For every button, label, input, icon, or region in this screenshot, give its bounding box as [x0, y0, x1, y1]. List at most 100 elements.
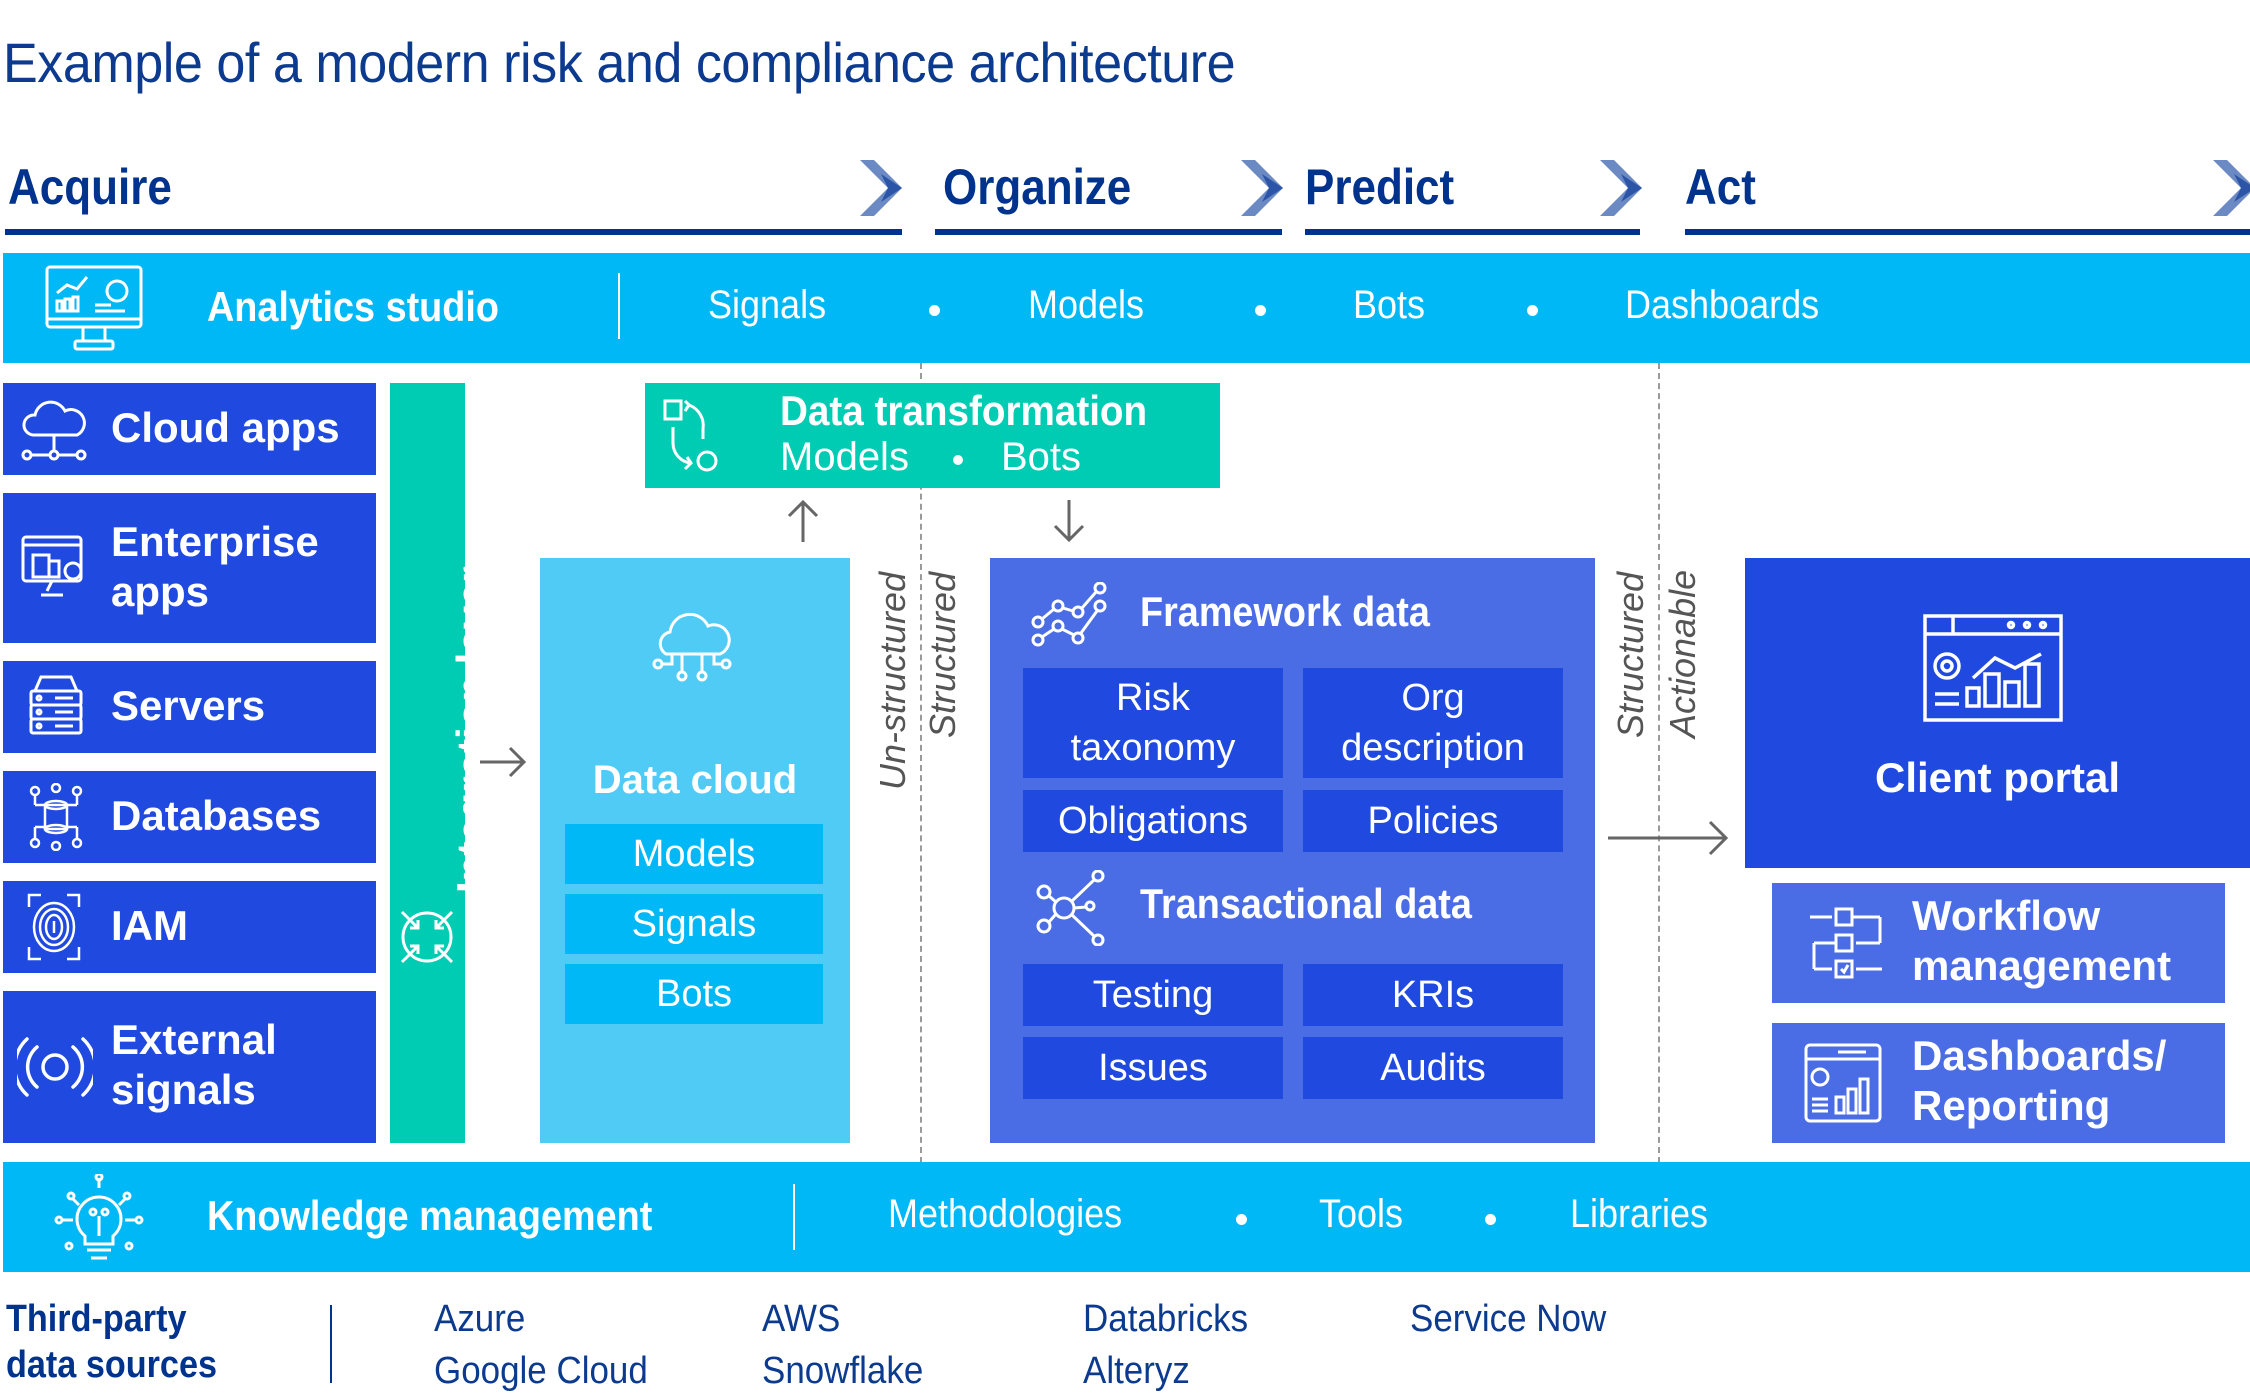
- client-portal-box: Client portal: [1745, 558, 2250, 868]
- transactional-data-title: Transactional data: [1140, 880, 1472, 927]
- source-label: External: [111, 1016, 277, 1063]
- integration-layer-label: Integration layer: [448, 566, 495, 893]
- page-title: Example of a modern risk and compliance …: [3, 31, 1236, 94]
- chevron-right-icon: [1600, 160, 1642, 216]
- divider-dashed-line: [1658, 363, 1660, 1163]
- dashboards-reporting-box: Dashboards/ Reporting: [1772, 1023, 2225, 1143]
- transactional-cell: Issues: [1023, 1037, 1283, 1099]
- framework-cell: Risk taxonomy: [1023, 668, 1283, 778]
- monitor-analytics-icon: [45, 265, 143, 355]
- framework-cell: Org description: [1303, 668, 1563, 778]
- source-cloud-apps: Cloud apps: [3, 383, 376, 475]
- third-party-item: Databricks: [1083, 1298, 1249, 1340]
- phase-underline: [5, 229, 902, 235]
- chevron-right-icon: [2213, 160, 2250, 216]
- label-unstructured: Un-structured: [872, 571, 913, 790]
- data-cloud-box: Data cloud Models Signals Bots: [540, 558, 850, 1143]
- knowledge-management-title: Knowledge management: [207, 1192, 653, 1239]
- source-iam: IAM: [3, 881, 376, 973]
- label-actionable: Actionable: [1662, 569, 1703, 738]
- cell-line: Risk: [1116, 677, 1190, 719]
- source-external-signals: External signals: [3, 991, 376, 1143]
- phase-underline: [935, 229, 1282, 235]
- divider-dashed-line: [920, 363, 922, 1163]
- third-party-item: AWS: [762, 1298, 841, 1340]
- analytics-item: Bots: [1353, 283, 1426, 327]
- knowledge-item: Methodologies: [888, 1192, 1123, 1236]
- line-chart-icon: [1030, 582, 1108, 648]
- database-network-icon: [27, 783, 85, 851]
- transactional-cell: Audits: [1303, 1037, 1563, 1099]
- cloud-network-icon: [644, 610, 744, 686]
- label-structured: Structured: [1610, 571, 1651, 738]
- client-portal-title: Client portal: [1874, 754, 2120, 801]
- knowledge-management-bar: Knowledge management Methodologies Tools…: [3, 1162, 2250, 1272]
- transform-cycle-icon: [663, 399, 723, 473]
- bullet: [1236, 1214, 1247, 1225]
- analytics-item: Signals: [708, 283, 827, 327]
- workflow-label: management: [1912, 942, 2172, 989]
- converge-arrows-icon: [398, 908, 456, 966]
- broadcast-signal-icon: [17, 1035, 93, 1099]
- lightbulb-network-icon: [51, 1174, 147, 1264]
- cell-line: description: [1341, 727, 1525, 769]
- data-cloud-title: Data cloud: [592, 758, 798, 802]
- third-party-label-line: data sources: [6, 1344, 218, 1386]
- data-cloud-item: Signals: [565, 894, 823, 954]
- bullet: [929, 305, 940, 316]
- third-party-item: Azure: [434, 1298, 526, 1340]
- source-label: IAM: [111, 902, 188, 949]
- knowledge-item: Libraries: [1570, 1192, 1709, 1236]
- transactional-cell: Testing: [1023, 964, 1283, 1026]
- data-cloud-item: Bots: [565, 964, 823, 1024]
- third-party-item: Google Cloud: [434, 1350, 648, 1392]
- cell-line: taxonomy: [1070, 727, 1236, 769]
- workflow-label: Workflow: [1912, 892, 2101, 939]
- transactional-cell: KRIs: [1303, 964, 1563, 1026]
- source-label: Databases: [111, 792, 322, 839]
- portal-dashboard-icon: [1923, 614, 2063, 724]
- knowledge-item: Tools: [1319, 1192, 1404, 1236]
- bullet: [953, 455, 963, 465]
- phase-organize: Organize: [943, 159, 1132, 215]
- source-label: Cloud apps: [111, 404, 340, 451]
- server-icon: [27, 673, 85, 741]
- source-databases: Databases: [3, 771, 376, 863]
- phase-acquire: Acquire: [8, 159, 172, 215]
- phase-underline: [1685, 229, 2250, 235]
- bullet: [1255, 305, 1266, 316]
- phase-predict: Predict: [1305, 159, 1455, 215]
- data-transformation-item: Bots: [1001, 435, 1082, 479]
- arrow-right-icon: [480, 746, 527, 778]
- arrow-right-icon: [1608, 820, 1729, 856]
- network-nodes-icon: [1034, 870, 1108, 946]
- chevron-right-icon: [1241, 160, 1283, 216]
- report-dashboard-icon: [1804, 1043, 1882, 1123]
- source-label: apps: [111, 568, 210, 615]
- framework-cell: Policies: [1303, 790, 1563, 852]
- reporting-label: Reporting: [1912, 1082, 2111, 1129]
- integration-layer: Integration layer: [390, 383, 495, 1143]
- workflow-management-box: Workflow management: [1772, 883, 2225, 1003]
- framework-cell: Obligations: [1023, 790, 1283, 852]
- reporting-label: Dashboards/: [1912, 1032, 2167, 1079]
- data-transformation-item: Models: [780, 435, 909, 479]
- framework-transactional-box: Framework data Risk taxonomy Org descrip…: [990, 558, 1595, 1143]
- fingerprint-icon: [27, 893, 81, 961]
- phase-act: Act: [1685, 159, 1756, 215]
- bullet: [1485, 1214, 1496, 1225]
- third-party-label: Third-party data sources: [6, 1296, 217, 1388]
- third-party-label-line: Third-party: [6, 1298, 187, 1340]
- source-label: Enterprise: [111, 518, 319, 565]
- arrow-up-icon: [787, 499, 819, 542]
- separator: [793, 1184, 795, 1250]
- cell-line: Org: [1401, 677, 1465, 719]
- bullet: [1527, 305, 1538, 316]
- third-party-item: Alteryz: [1083, 1350, 1190, 1392]
- analytics-studio-bar: Analytics studio Signals Models Bots Das…: [3, 253, 2250, 363]
- separator: [330, 1305, 332, 1383]
- analytics-item: Models: [1028, 283, 1145, 327]
- analytics-item: Dashboards: [1625, 283, 1820, 327]
- source-label: signals: [111, 1066, 256, 1113]
- source-label: Servers: [111, 682, 266, 729]
